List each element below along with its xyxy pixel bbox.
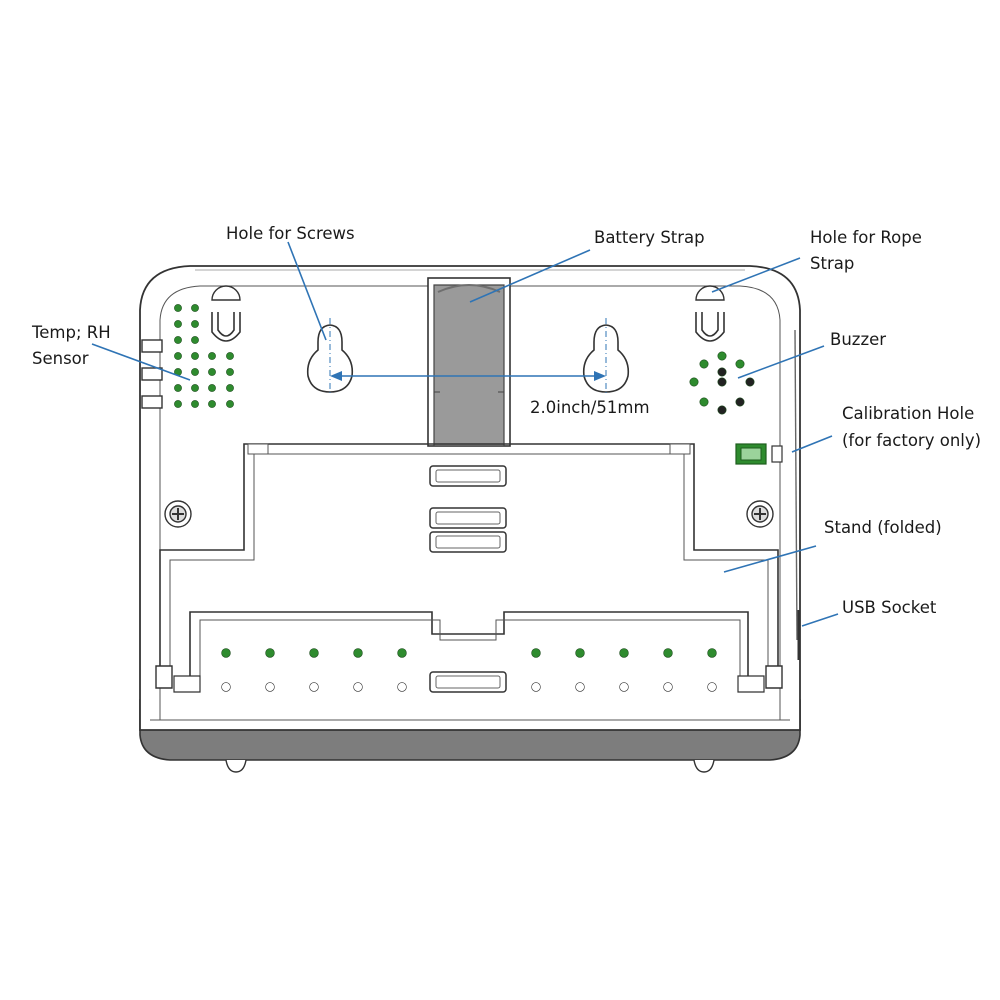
dimension-label: 2.0inch/51mm	[530, 398, 650, 417]
vent-hole	[663, 648, 673, 658]
rope-strap-hole-left	[211, 285, 241, 342]
vent-hole	[208, 368, 216, 376]
sensor-vent-grid	[174, 304, 234, 408]
buzzer-hole	[699, 397, 709, 407]
screw-right	[746, 500, 774, 528]
buzzer-hole	[717, 405, 727, 415]
device-body	[139, 265, 801, 761]
label-buzzer: Buzzer	[830, 330, 886, 349]
label-usb-socket: USB Socket	[842, 598, 937, 617]
vent-hole	[265, 682, 275, 692]
leader-lines	[91, 241, 839, 627]
calibration-hole	[735, 443, 783, 465]
vent-hole	[208, 352, 216, 360]
vent-hole	[226, 400, 234, 408]
buzzer-hole	[717, 367, 727, 377]
vent-hole	[221, 682, 231, 692]
label-temp-rh-sensor-line1: Temp; RH	[31, 323, 111, 342]
label-battery-strap: Battery Strap	[594, 228, 705, 247]
vent-hole	[191, 336, 199, 344]
vent-hole	[174, 336, 182, 344]
vent-hole	[265, 648, 275, 658]
vent-hole	[191, 352, 199, 360]
vent-hole	[575, 682, 585, 692]
label-calibration-hole-line1: Calibration Hole	[842, 404, 974, 423]
vent-hole	[663, 682, 673, 692]
vent-hole	[191, 368, 199, 376]
bottom-feet	[225, 759, 715, 773]
vent-hole	[353, 648, 363, 658]
vent-hole	[191, 304, 199, 312]
vent-hole	[191, 384, 199, 392]
buzzer-hole	[717, 351, 727, 361]
vent-hole	[174, 400, 182, 408]
vent-hole	[397, 648, 407, 658]
vent-hole	[575, 648, 585, 658]
vent-hole	[208, 400, 216, 408]
screw-left	[164, 500, 192, 528]
vent-hole	[531, 648, 541, 658]
stand-folded	[155, 443, 783, 693]
label-hole-for-screws: Hole for Screws	[226, 224, 355, 243]
buzzer-hole	[717, 377, 727, 387]
dimension-arrow	[330, 371, 606, 381]
buzzer-holes	[689, 351, 755, 415]
label-stand-folded: Stand (folded)	[824, 518, 942, 537]
vent-hole	[619, 648, 629, 658]
vent-hole	[353, 682, 363, 692]
vent-hole	[226, 368, 234, 376]
vent-hole	[397, 682, 407, 692]
vent-hole	[707, 682, 717, 692]
buzzer-hole	[689, 377, 699, 387]
vent-hole	[707, 648, 717, 658]
bottom-vent-rows	[221, 648, 717, 692]
vent-hole	[208, 384, 216, 392]
vent-hole	[221, 648, 231, 658]
side-tabs	[141, 339, 163, 409]
buzzer-hole	[745, 377, 755, 387]
vent-hole	[174, 320, 182, 328]
battery-strap	[427, 277, 511, 447]
label-temp-rh-sensor-line2: Sensor	[32, 349, 89, 368]
buzzer-hole	[735, 359, 745, 369]
vent-hole	[174, 304, 182, 312]
buzzer-hole	[735, 397, 745, 407]
vent-hole	[309, 648, 319, 658]
vent-hole	[226, 352, 234, 360]
vent-hole	[174, 352, 182, 360]
vent-hole	[619, 682, 629, 692]
label-calibration-hole-line2: (for factory only)	[842, 431, 981, 450]
buzzer-hole	[699, 359, 709, 369]
vent-hole	[191, 400, 199, 408]
vent-hole	[226, 384, 234, 392]
label-hole-for-rope-strap-line1: Hole for Rope	[810, 228, 922, 247]
vent-hole	[174, 384, 182, 392]
vent-hole	[191, 320, 199, 328]
vent-hole	[531, 682, 541, 692]
vent-hole	[309, 682, 319, 692]
label-hole-for-rope-strap-line2: Strap	[810, 254, 854, 273]
